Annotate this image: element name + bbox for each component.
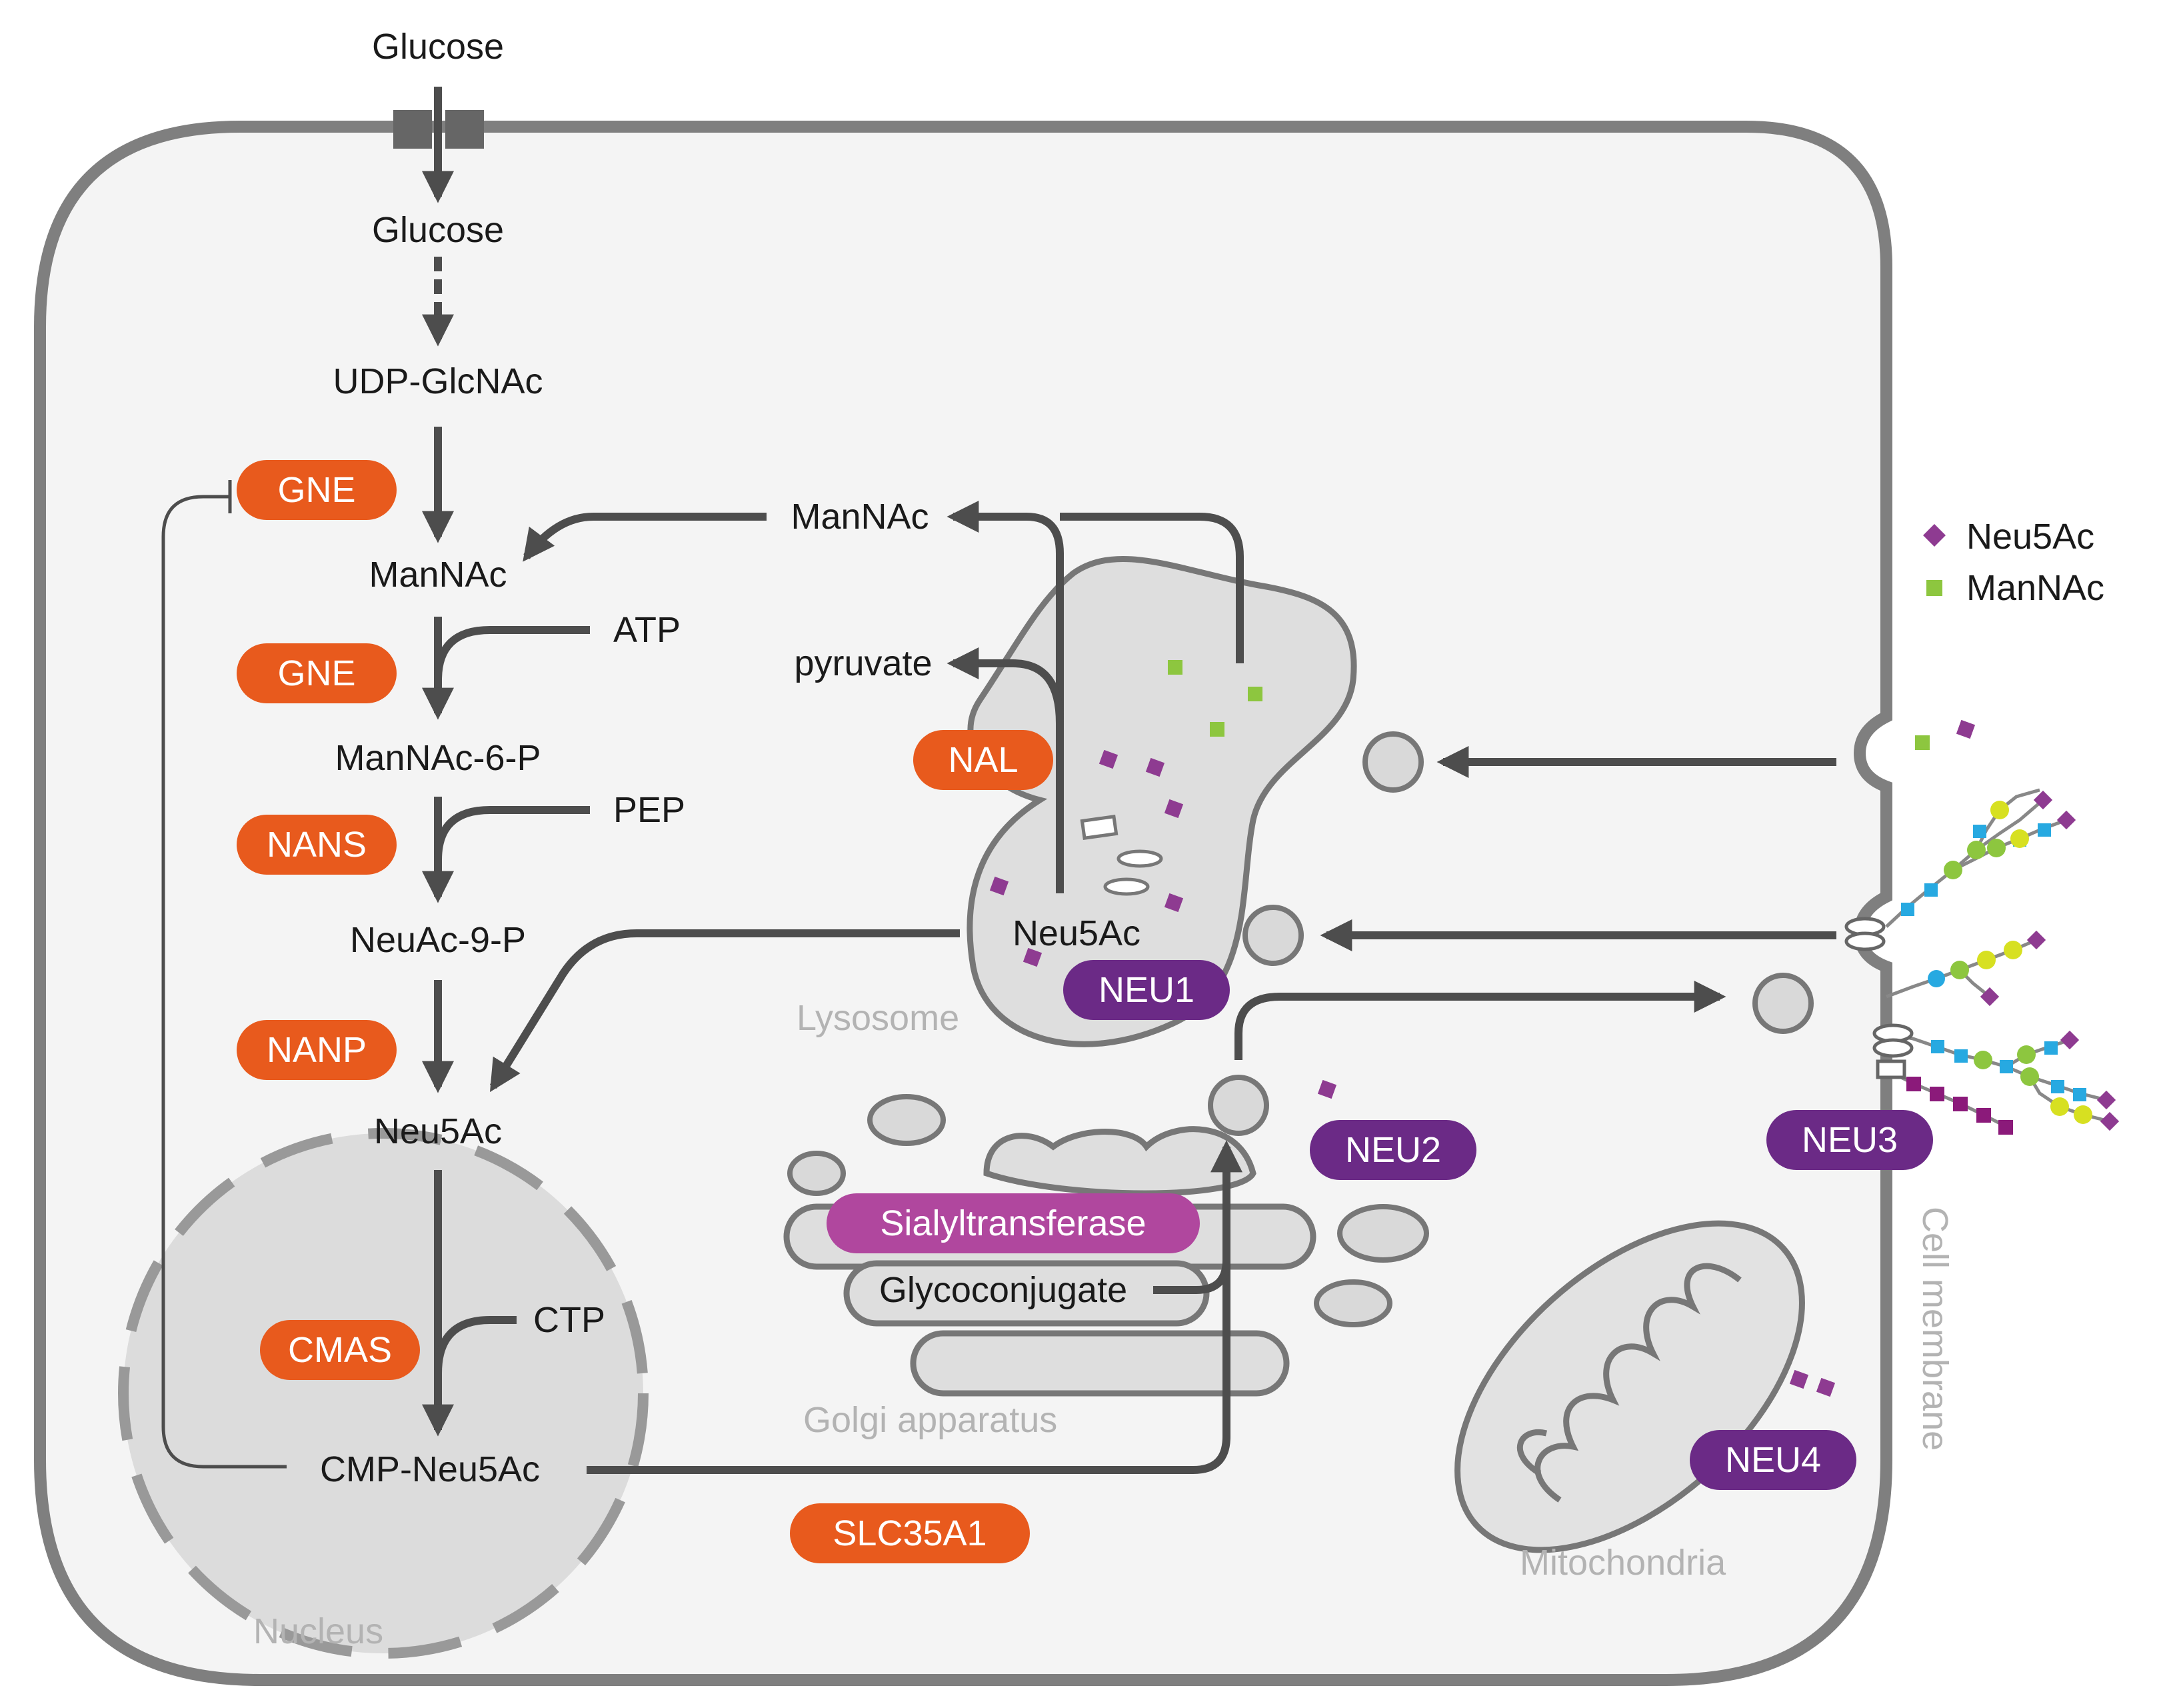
label-glycoconjugate: Glycoconjugate <box>879 1270 1127 1310</box>
enzyme-cmas: CMAS <box>260 1320 420 1380</box>
mitochondria <box>1454 1220 1805 1553</box>
label-glucose-outside: Glucose <box>372 27 504 67</box>
vesicle-golgi <box>1208 1075 1269 1136</box>
label-neu5ac: Neu5Ac <box>374 1111 502 1151</box>
pathway-arrows <box>161 87 1836 1474</box>
label-atp: ATP <box>613 610 681 650</box>
label-glucose-inside: Glucose <box>372 210 504 250</box>
enzyme-neu1: NEU1 <box>1063 960 1230 1020</box>
svg-text:NEU4: NEU4 <box>1725 1440 1821 1480</box>
label-nucleus: Nucleus <box>253 1611 383 1651</box>
svg-text:CMAS: CMAS <box>288 1330 392 1370</box>
svg-text:NEU3: NEU3 <box>1802 1120 1898 1160</box>
enzyme-gne: GNE <box>237 643 397 703</box>
svg-text:NANS: NANS <box>267 825 367 865</box>
label-udp-glcnac: UDP-GlcNAc <box>333 361 543 401</box>
neu5ac-markers <box>989 719 1976 1397</box>
vesicle-middle <box>1242 905 1304 966</box>
svg-text:NAL: NAL <box>948 740 1018 780</box>
enzyme-nans: NANS <box>237 815 397 875</box>
label-cmp-neu5ac: CMP-Neu5Ac <box>320 1449 540 1489</box>
lysosome <box>967 556 1357 1047</box>
legend-neu5ac-marker <box>1923 524 1946 547</box>
enzyme-neu4: NEU4 <box>1690 1430 1856 1490</box>
nucleus <box>118 1128 649 1659</box>
legend-mannac-label: ManNAc <box>1966 568 2104 608</box>
label-mitochondria: Mitochondria <box>1520 1543 1726 1583</box>
enzyme-nanp: NANP <box>237 1020 397 1080</box>
label-ctp: CTP <box>533 1300 605 1340</box>
vesicle-upper <box>1362 731 1424 793</box>
mannac-markers <box>1168 660 1930 750</box>
svg-text:NEU1: NEU1 <box>1098 970 1194 1010</box>
label-pep: PEP <box>613 790 685 830</box>
label-lysosome: Lysosome <box>797 998 959 1038</box>
svg-text:GNE: GNE <box>277 470 355 510</box>
glucose-transporter <box>393 110 484 149</box>
label-neuac-9p: NeuAc-9-P <box>350 920 526 960</box>
svg-text:Sialyltransferase: Sialyltransferase <box>880 1203 1146 1243</box>
svg-text:SLC35A1: SLC35A1 <box>833 1513 987 1553</box>
enzyme-nal: NAL <box>913 730 1053 790</box>
lysosome-inner-vesicles <box>1080 814 1163 896</box>
label-neu5ac-lysosome: Neu5Ac <box>1013 913 1140 953</box>
membrane-glycans <box>1844 788 2120 1135</box>
svg-text:NANP: NANP <box>267 1030 367 1070</box>
label-pyruvate: pyruvate <box>794 643 932 683</box>
legend-neu5ac-label: Neu5Ac <box>1966 517 2094 557</box>
legend: Neu5Ac ManNAc <box>1923 517 2104 608</box>
label-mannac-lysosome: ManNAc <box>791 497 929 537</box>
enzyme-gne-feedback: GNE <box>237 460 397 520</box>
enzyme-neu3: NEU3 <box>1766 1110 1933 1170</box>
enzyme-neu2: NEU2 <box>1310 1120 1476 1180</box>
label-cell-membrane: Cell membrane <box>1915 1207 1955 1451</box>
label-mannac: ManNAc <box>369 555 507 595</box>
label-mannac-6p: ManNAc-6-P <box>335 738 541 778</box>
svg-text:NEU2: NEU2 <box>1345 1130 1441 1170</box>
enzyme-slc35a1: SLC35A1 <box>790 1503 1030 1563</box>
vesicle-right <box>1752 973 1814 1034</box>
legend-mannac-marker <box>1926 580 1942 596</box>
label-golgi: Golgi apparatus <box>803 1400 1057 1440</box>
enzyme-sialyltransferase: Sialyltransferase <box>827 1193 1200 1253</box>
svg-text:GNE: GNE <box>277 653 355 693</box>
